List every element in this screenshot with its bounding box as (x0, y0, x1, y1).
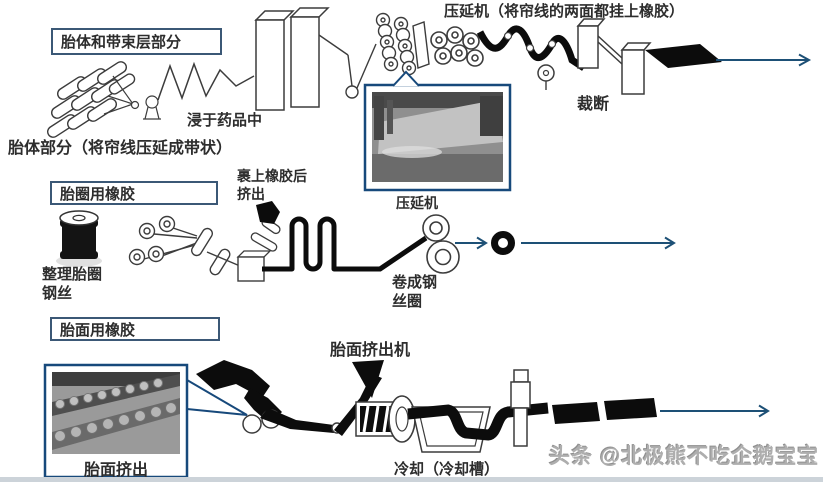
cut-sheet-illustration (645, 44, 722, 68)
flow-arrow-mid-left (455, 236, 488, 250)
cutting-station-illustration (576, 18, 652, 95)
bead-extruder-illustration (236, 201, 281, 282)
pipe-pile-illustration (430, 26, 484, 67)
label-cooling: 冷却（冷却槽） (394, 461, 500, 478)
bead-ring-illustration (491, 231, 515, 255)
footer-bar (0, 477, 823, 482)
bead-roller-group-illustration (128, 215, 241, 276)
cord-converge-lines (103, 75, 161, 120)
section-label-bead: 胎圈用橡胶 (60, 185, 136, 203)
label-wrap-extrude: 裹上橡胶后 挤出 (237, 168, 307, 202)
label-dip: 浸于药品中 (187, 112, 263, 129)
label-coil: 卷成钢 丝圈 (392, 274, 438, 310)
section-box-bead: 胎圈用橡胶 (50, 181, 218, 205)
inset-caption-tread: 胎面挤出 (83, 462, 148, 479)
dip-tank-illustration (254, 7, 330, 111)
tread-feed-illustration (196, 360, 384, 436)
flow-arrow-bottom (660, 404, 770, 418)
serpentine-strip-illustration (262, 216, 428, 272)
label-tread-extruder: 胎面挤出机 (330, 342, 411, 359)
calender-photo-inset (363, 70, 512, 192)
inset-caption-calender: 压延机 (396, 195, 438, 211)
dip-zigzag-cord (157, 61, 255, 101)
label-body-caption: 胎体部分（将帘线压延成带状） (8, 140, 233, 157)
calender-roll-stacks-illustration (375, 12, 430, 76)
cord-spool-array-illustration (46, 61, 136, 138)
bead-wire-spool-illustration (56, 210, 102, 267)
cooling-tank-illustration (407, 402, 549, 453)
flow-arrow-mid-right (521, 236, 676, 250)
section-label-body-belt: 胎体和带束层部分 (61, 34, 182, 51)
section-label-tread: 胎面用橡胶 (60, 321, 136, 339)
section-box-body-belt: 胎体和带束层部分 (51, 28, 222, 55)
transfer-arm-illustration (318, 34, 377, 99)
flow-arrow-top (716, 53, 812, 67)
tread-extruder-illustration (355, 395, 416, 443)
label-calender-process: 压延机（将帘线的两面都挂上橡胶） (444, 3, 685, 20)
watermark: 头条 @北极熊不吃企鹅宝宝 (549, 445, 820, 468)
label-cut: 裁断 (577, 96, 610, 113)
rubber-web-illustration (476, 25, 586, 90)
tread-cutter-illustration (510, 369, 531, 447)
wire-winder-illustration (422, 214, 460, 274)
label-bead-wire: 整理胎圈 钢丝 (42, 266, 103, 302)
tread-photo-inset (43, 363, 248, 479)
section-box-tread: 胎面用橡胶 (50, 317, 220, 341)
cut-tread-pieces-illustration (552, 398, 657, 424)
